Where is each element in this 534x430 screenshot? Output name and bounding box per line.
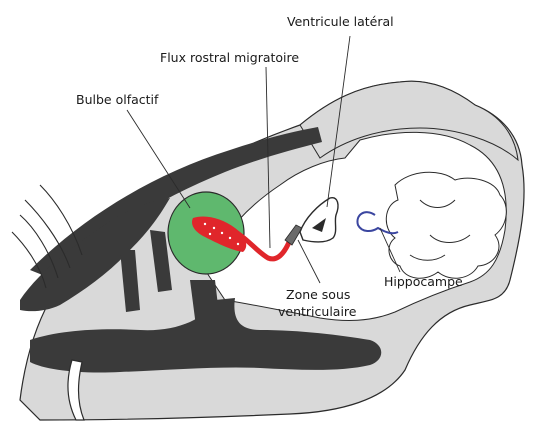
label-subventricular-zone-1: Zone sous (286, 287, 350, 302)
label-lateral-ventricle: Ventricule latéral (287, 14, 394, 29)
label-olfactory-bulb: Bulbe olfactif (76, 92, 159, 107)
cortex-folds (386, 172, 506, 278)
label-subventricular-zone-2: ventriculaire (278, 304, 357, 319)
label-hippocampus: Hippocampe (384, 274, 463, 289)
label-rostral-migratory-stream: Flux rostral migratoire (160, 50, 299, 65)
